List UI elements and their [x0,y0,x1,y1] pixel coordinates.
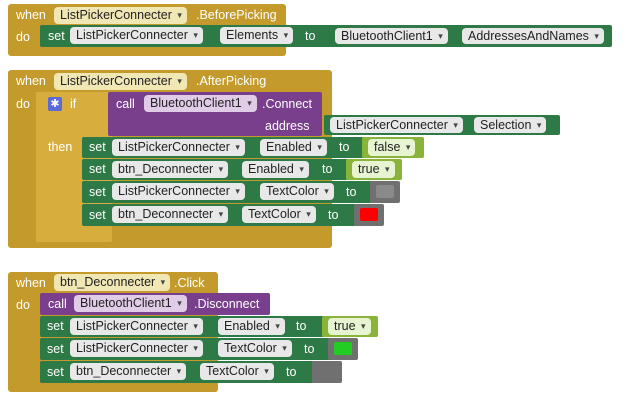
property-dropdown[interactable]: Enabled [218,318,285,335]
disconnect-call-block[interactable]: call BluetoothClient1 .Disconnect [40,293,270,315]
property-dropdown[interactable]: TextColor [242,206,316,223]
to-label: to [304,342,315,356]
selection-getter-block[interactable]: ListPickerConnecter Selection [324,115,560,135]
boolean-dropdown[interactable]: true [328,318,371,335]
component-dropdown[interactable]: BluetoothClient1 [74,295,187,312]
component-dropdown[interactable]: btn_Deconnecter [54,274,171,291]
then-label: then [48,140,73,154]
gray-color-block[interactable] [312,361,342,383]
component-dropdown[interactable]: ListPickerConnecter [330,117,463,133]
set-enabled-block[interactable]: set ListPickerConnecter Enabled to [40,316,324,337]
color-swatch[interactable] [334,342,352,355]
component-dropdown[interactable]: ListPickerConnecter [112,183,245,200]
do-label: do [16,30,30,44]
set-label: set [47,365,64,379]
component-dropdown[interactable]: ListPickerConnecter [70,27,203,44]
to-label: to [346,185,357,199]
connect-call-block[interactable]: call BluetoothClient1 .Connect address [108,92,322,136]
set-label: set [47,342,64,356]
gear-icon[interactable]: ✱ [48,97,62,111]
boolean-dropdown[interactable]: true [352,161,395,178]
method-name: .Disconnect [194,297,260,311]
to-label: to [286,365,297,379]
property-dropdown[interactable]: Enabled [260,139,327,156]
component-dropdown[interactable]: ListPickerConnecter [54,73,187,90]
set-label: set [47,319,64,333]
event-name: .Click [174,276,205,290]
component-dropdown[interactable]: ListPickerConnecter [54,7,187,24]
property-dropdown[interactable]: TextColor [218,340,292,357]
green-color-block[interactable] [328,338,358,360]
component-dropdown[interactable]: btn_Deconnecter [112,161,229,178]
false-value-block[interactable]: false [362,137,424,158]
set-textcolor-block[interactable]: set ListPickerConnecter TextColor to [82,181,372,203]
set-label: set [48,29,65,43]
set-textcolor-block[interactable]: set ListPickerConnecter TextColor to [40,338,332,360]
set-enabled-block[interactable]: set ListPickerConnecter Enabled to [82,137,364,158]
event-name: .BeforePicking [196,8,277,22]
gray-color-block[interactable] [370,181,400,203]
addresses-getter-block[interactable]: BluetoothClient1 AddressesAndNames [327,27,610,45]
to-label: to [328,208,339,222]
property-dropdown[interactable]: TextColor [260,183,334,200]
boolean-dropdown[interactable]: false [368,139,416,156]
property-dropdown[interactable]: Enabled [242,161,309,178]
if-label: if [70,97,77,111]
set-label: set [89,162,106,176]
red-color-block[interactable] [354,204,384,226]
method-name: .Connect [262,97,313,111]
when-label: when [16,74,46,88]
set-label: set [89,208,106,222]
event-name: .AfterPicking [196,74,267,88]
color-swatch[interactable] [376,185,394,198]
color-swatch[interactable] [360,208,378,221]
component-dropdown[interactable]: ListPickerConnecter [70,340,203,357]
component-dropdown[interactable]: btn_Deconnecter [70,363,187,380]
component-dropdown[interactable]: ListPickerConnecter [112,139,245,156]
color-swatch[interactable] [318,365,336,378]
property-dropdown[interactable]: AddressesAndNames [462,28,604,44]
do-label: do [16,97,30,111]
component-dropdown[interactable]: ListPickerConnecter [70,318,203,335]
set-label: set [89,140,106,154]
component-dropdown[interactable]: btn_Deconnecter [112,206,229,223]
component-dropdown[interactable]: BluetoothClient1 [335,28,448,44]
set-label: set [89,185,106,199]
call-label: call [48,297,67,311]
when-label: when [16,276,46,290]
true-value-block[interactable]: true [322,316,378,337]
to-label: to [339,140,350,154]
call-label: call [116,97,135,111]
to-label: to [296,319,307,333]
to-label: to [322,162,333,176]
property-dropdown[interactable]: TextColor [200,363,274,380]
set-textcolor-block[interactable]: set btn_Deconnecter TextColor to [82,204,356,226]
component-dropdown[interactable]: BluetoothClient1 [144,95,257,112]
when-label: when [16,8,46,22]
address-label: address [265,119,310,133]
property-dropdown[interactable]: Elements [220,27,294,44]
true-value-block[interactable]: true [346,159,402,180]
set-textcolor-block[interactable]: set btn_Deconnecter TextColor to [40,361,314,383]
set-enabled-block[interactable]: set btn_Deconnecter Enabled to [82,159,348,180]
to-label: to [305,29,316,43]
do-label: do [16,298,30,312]
property-dropdown[interactable]: Selection [474,117,547,133]
